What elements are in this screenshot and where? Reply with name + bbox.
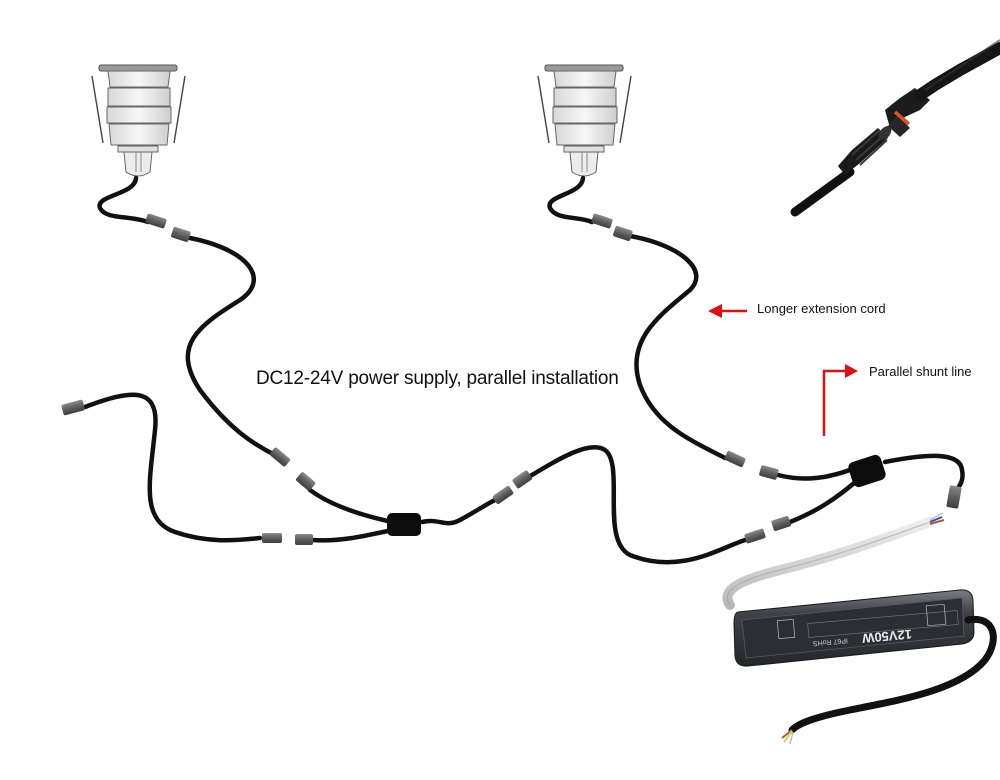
arrow-left-icon — [708, 304, 747, 318]
connector-male — [759, 465, 779, 480]
light-fixture-left — [91, 64, 186, 177]
cables — [82, 175, 965, 565]
cable-left-branch — [82, 392, 263, 543]
connector-female — [744, 528, 766, 544]
y-splitter-right — [848, 454, 886, 488]
cable-lamp2-lead — [547, 175, 595, 225]
connector-male — [296, 472, 316, 491]
cable-lamp1-lead — [97, 175, 151, 225]
connector-female — [269, 447, 291, 467]
cable-splitter-right — [419, 497, 498, 526]
connector-female — [591, 213, 613, 229]
connector-end — [61, 399, 85, 416]
connector-male — [512, 470, 533, 489]
cable-to-right-splitter-lower — [787, 475, 863, 525]
connector-male — [771, 515, 791, 531]
cable-shunt-output — [882, 453, 965, 491]
diagram-title: DC12-24V power supply, parallel installa… — [256, 368, 619, 389]
connector-female — [492, 485, 514, 505]
connector-male — [171, 226, 191, 242]
annotation-arrows — [708, 304, 858, 436]
connector-male — [295, 534, 313, 545]
cable-lamp1-extension — [185, 235, 278, 458]
connector-female — [145, 213, 167, 229]
connector-female — [724, 450, 746, 468]
connector-output — [946, 485, 962, 509]
annotation-shunt-line: Parallel shunt line — [869, 364, 972, 379]
cable-lamp2-to-splitter — [775, 465, 858, 481]
connector-closeup — [790, 39, 1000, 217]
y-splitter-left — [387, 513, 421, 536]
annotation-extension-cord: Longer extension cord — [757, 301, 886, 316]
cable-lamp1-to-splitter — [307, 487, 395, 525]
connectors — [61, 213, 962, 545]
cable-left-to-splitter — [309, 527, 395, 543]
psu-marking: IP67 RoHS — [812, 636, 848, 646]
arrow-elbow-right-icon — [822, 364, 858, 436]
psu-rating: 12V50W — [861, 627, 913, 646]
connector-male — [613, 225, 633, 241]
led-driver: 12V50W IP67 RoHS — [722, 512, 997, 745]
connector-female — [262, 533, 282, 543]
cable-lamp2-extension — [627, 233, 728, 461]
cable-main-trunk — [524, 444, 748, 565]
light-fixture-right — [537, 64, 632, 177]
